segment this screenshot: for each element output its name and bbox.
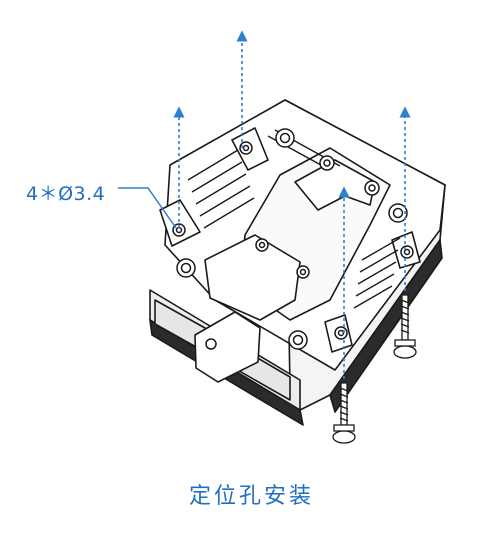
screw-icon xyxy=(332,382,356,444)
screw-bosses xyxy=(176,128,408,350)
guide-arrows xyxy=(173,30,411,380)
hole-spec-label: 4＊Ø3.4 xyxy=(26,183,106,205)
figure-caption: 定位孔安装 xyxy=(188,484,314,509)
screw-icon xyxy=(393,294,417,359)
din-rail-device xyxy=(149,99,446,426)
callout-leader xyxy=(118,187,177,229)
